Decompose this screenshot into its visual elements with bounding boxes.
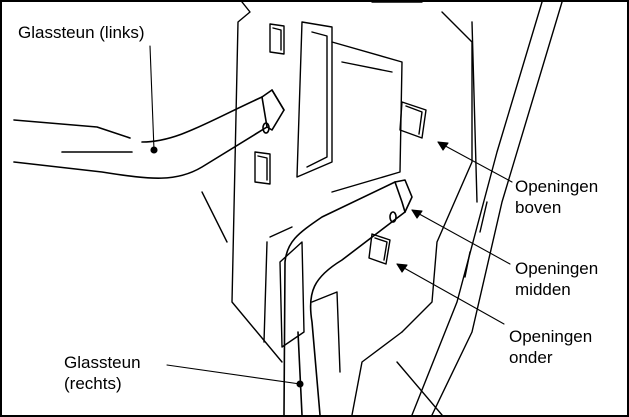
leader-dot-left (150, 146, 158, 154)
label-glass-support-right-line2: (rechts) (64, 374, 122, 393)
label-openings-top-line1: Openingen (515, 177, 599, 196)
leader-right-support (166, 364, 301, 385)
leader-openings-bottom (396, 263, 505, 325)
leader-openings-middle (411, 209, 511, 265)
label-glass-support-right-line1: Glassteun (64, 353, 141, 372)
label-openings-top-line2: boven (515, 198, 562, 217)
label-openings-bottom-line2: onder (509, 348, 553, 367)
label-openings-middle-line1: Openingen (515, 259, 599, 278)
right-glass-support (283, 179, 413, 415)
label-openings-bottom-line1: Openingen (509, 327, 593, 346)
label-openings-middle: Openingen midden (515, 258, 598, 300)
arrow-openings-middle (411, 209, 423, 219)
arrow-openings-bottom (396, 263, 408, 273)
label-glass-support-left: Glassteun (links) (18, 23, 145, 42)
label-glass-support-right: Glassteun (rechts) (64, 352, 141, 394)
label-openings-bottom: Openingen onder (509, 326, 592, 368)
leader-left-support (149, 45, 155, 151)
left-glass-support (13, 89, 285, 179)
leader-dot-right (296, 380, 304, 388)
leader-lines (149, 45, 513, 388)
wall-slots (254, 23, 427, 265)
oven-side-wall (201, 2, 563, 415)
label-openings-top: Openingen boven (515, 176, 598, 218)
label-openings-middle-line2: midden (515, 280, 571, 299)
leader-openings-top (437, 141, 513, 183)
arrow-openings-top (437, 141, 449, 151)
